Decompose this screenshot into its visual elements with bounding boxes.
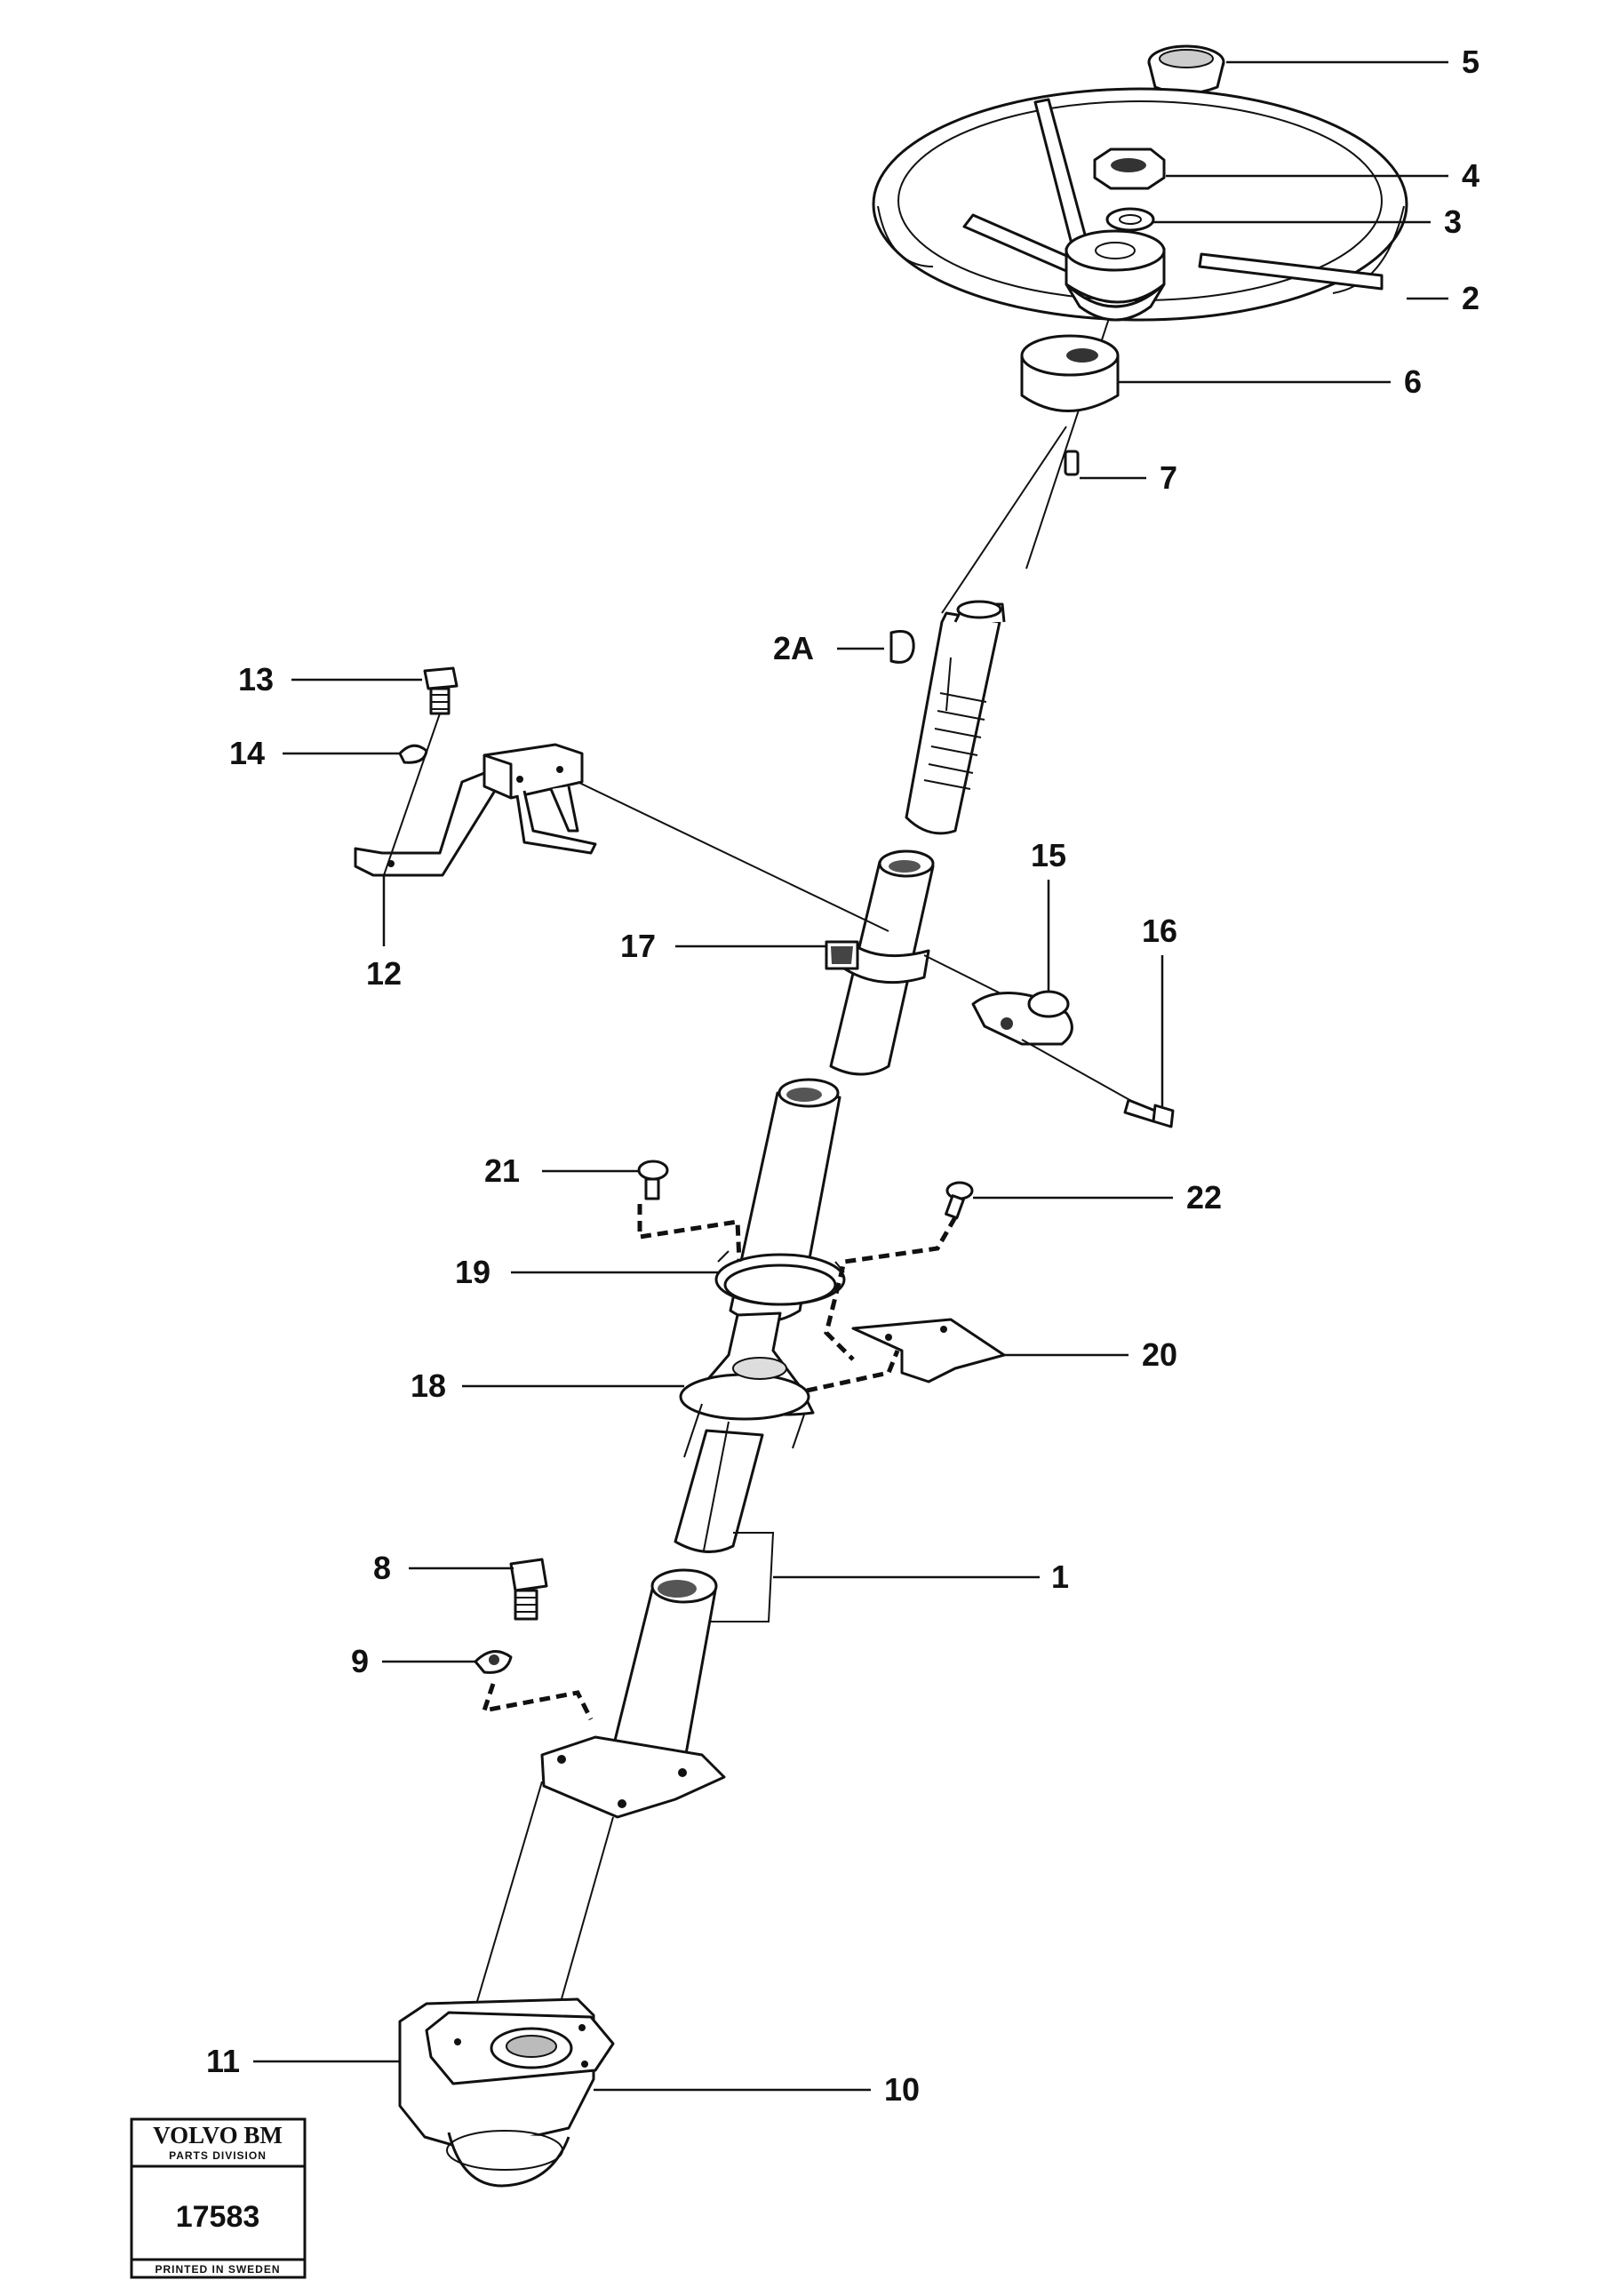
hex-nut <box>1093 147 1166 190</box>
stamp-number: 17583 <box>176 2200 260 2234</box>
woodruff-key <box>889 630 915 664</box>
clip <box>971 990 1073 1046</box>
cover-plate <box>851 1318 1006 1383</box>
lock-washer-lower <box>474 1650 513 1674</box>
callout-9: 9 <box>351 1643 369 1679</box>
screw-upper-right <box>945 1181 974 1220</box>
washer <box>1105 207 1155 232</box>
screw-upper-left <box>637 1160 669 1200</box>
callout-2: 2 <box>1462 280 1479 316</box>
shaft-clamp <box>825 940 930 985</box>
stamp-division: PARTS DIVISION <box>169 2149 267 2162</box>
stamp-brand: VOLVO BM <box>153 2122 283 2149</box>
callout-10: 10 <box>884 2071 920 2108</box>
sealing-ring <box>714 1250 846 1306</box>
callout-3: 3 <box>1444 203 1462 240</box>
callout-20: 20 <box>1142 1336 1177 1373</box>
callout-12: 12 <box>366 955 402 992</box>
volvo-bm-stamp: VOLVO BM PARTS DIVISION 17583 PRINTED IN… <box>130 2117 307 2279</box>
callout-18: 18 <box>411 1367 446 1404</box>
dashed-assembly-9 <box>481 1683 594 1721</box>
callout-7: 7 <box>1160 459 1177 496</box>
steering-housing <box>398 1997 615 2188</box>
callout-13: 13 <box>238 661 274 698</box>
set-screw <box>1064 450 1080 476</box>
dashed-assembly-21 <box>637 1204 742 1263</box>
rubber-boot <box>679 1311 815 1458</box>
callout-14: 14 <box>229 735 265 771</box>
callout-6: 6 <box>1404 363 1422 400</box>
bracket <box>354 743 597 877</box>
callout-22: 22 <box>1186 1179 1222 1216</box>
callout-19: 19 <box>455 1254 490 1290</box>
lock-washer-upper <box>398 744 428 764</box>
dashed-assembly-22 <box>824 1216 958 1361</box>
steering-wheel <box>872 87 1408 322</box>
tube-flange <box>540 1735 726 1819</box>
guide-line-bracket <box>577 781 889 932</box>
callout-21: 21 <box>484 1152 520 1189</box>
stamp-footer: PRINTED IN SWEDEN <box>155 2263 280 2276</box>
callout-1: 1 <box>1051 1559 1069 1595</box>
column-tube-lower <box>674 1421 764 1553</box>
axis-line-shaft <box>941 426 1067 614</box>
collar <box>1020 334 1120 412</box>
callout-16: 16 <box>1142 913 1177 949</box>
upper-shaft <box>905 600 1006 835</box>
callout-8: 8 <box>373 1550 391 1586</box>
callout-15: 15 <box>1031 837 1066 873</box>
callout-5: 5 <box>1462 44 1479 80</box>
horn-cap <box>1147 44 1225 95</box>
lower-column-tube <box>610 1568 718 1771</box>
flange-bolt <box>509 1558 548 1621</box>
callout-4: 4 <box>1462 157 1479 194</box>
long-bolt <box>1021 1039 1175 1128</box>
callout-11: 11 <box>206 2043 240 2079</box>
callout-17: 17 <box>620 928 656 964</box>
callout-2a: 2A <box>773 630 814 666</box>
bracket-bolt <box>383 666 459 876</box>
